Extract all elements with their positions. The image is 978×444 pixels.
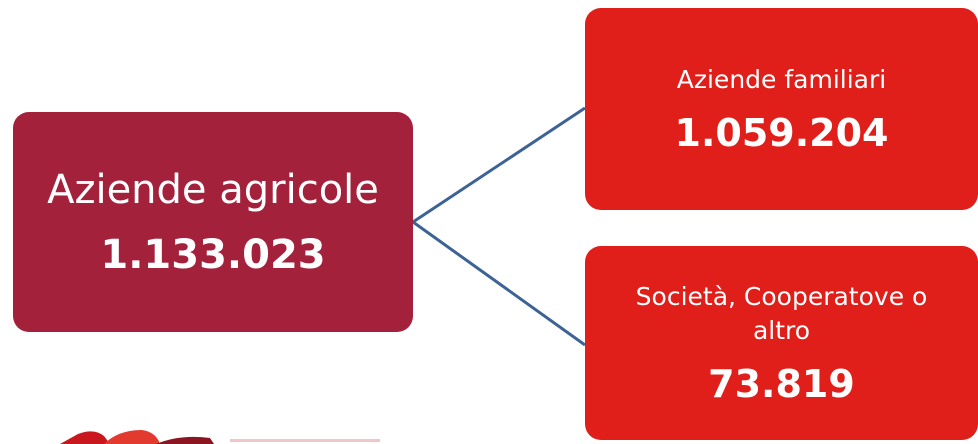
child-node-label: Società, Cooperatove o altro [635, 282, 928, 345]
root-node-aziende-agricole: Aziende agricole 1.133.023 [13, 112, 413, 332]
connector-to-societa [412, 220, 586, 347]
root-node-label: Aziende agricole [47, 167, 379, 213]
child-node-value: 1.059.204 [674, 110, 889, 155]
connector-to-aziende-familiari [412, 106, 586, 224]
root-node-value: 1.133.023 [100, 232, 326, 278]
child-node-value: 73.819 [708, 361, 855, 406]
child-node-aziende-familiari: Aziende familiari 1.059.204 [585, 8, 978, 210]
child-node-societa-cooperative: Società, Cooperatove o altro 73.819 [585, 246, 978, 440]
logo-icon [60, 430, 380, 444]
child-node-label: Aziende familiari [676, 65, 887, 95]
